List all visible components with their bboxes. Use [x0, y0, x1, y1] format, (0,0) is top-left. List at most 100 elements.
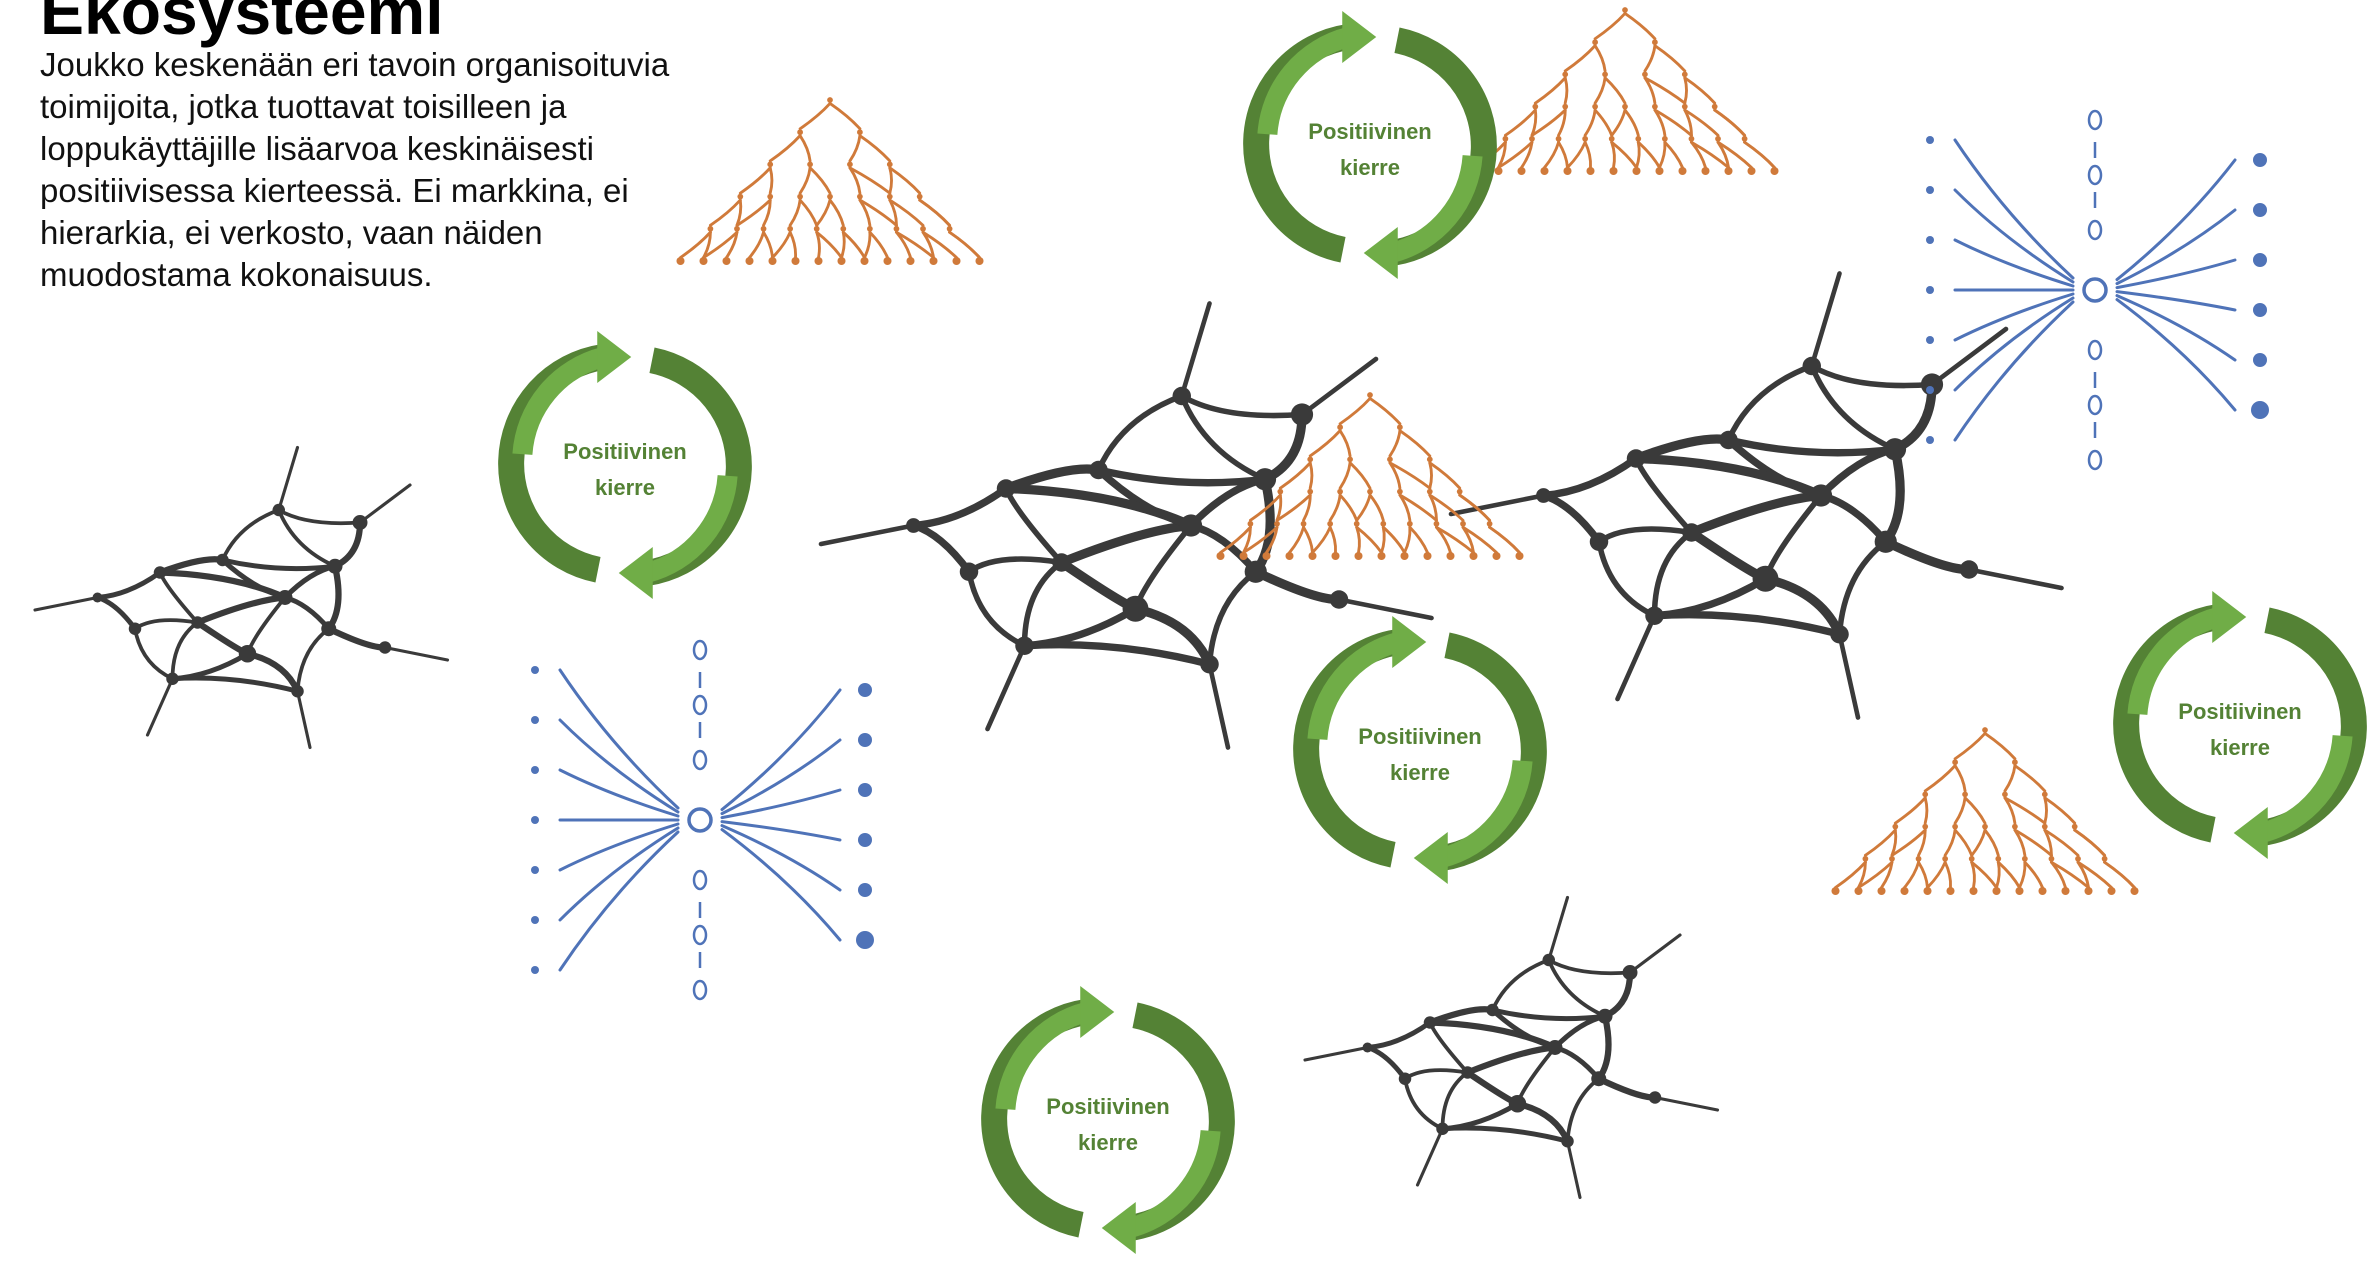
network-link	[1601, 969, 1634, 1020]
hierarchy-node	[2101, 855, 2108, 862]
market-link	[720, 824, 842, 892]
hierarchy-link	[1338, 493, 1359, 522]
hierarchy-node	[1555, 135, 1562, 142]
hierarchy-link	[1943, 860, 1953, 889]
hierarchy-node	[2041, 823, 2048, 830]
market-link	[558, 768, 680, 818]
hierarchy-node	[827, 97, 833, 103]
market-link	[2115, 290, 2237, 312]
cycle-label-line1: Positiivinen	[1358, 724, 1481, 749]
hierarchy-link	[1388, 461, 1432, 490]
hierarchy-link	[1278, 461, 1312, 490]
network-link	[331, 519, 364, 570]
hierarchy-node	[1367, 392, 1373, 398]
network-node	[352, 515, 368, 530]
network-link	[1365, 1020, 1433, 1050]
network-link	[985, 643, 1027, 732]
hierarchy-node	[1460, 520, 1466, 527]
hierarchy-node	[1367, 488, 1373, 495]
cycle-label-line1: Positiivinen	[563, 439, 686, 464]
market-link	[558, 668, 680, 810]
hierarchy-node	[1688, 135, 1695, 142]
hierarchy-link	[840, 230, 846, 259]
market-node	[1926, 286, 1934, 294]
hierarchy-link	[1248, 493, 1282, 522]
market-node	[531, 716, 539, 724]
hierarchy-node	[767, 193, 774, 200]
market-node	[692, 639, 708, 661]
hierarchy-node	[1502, 135, 1509, 142]
market-link	[558, 718, 680, 814]
cycle-label-line2: kierre	[2210, 735, 2270, 760]
hierarchy-node	[1353, 520, 1360, 527]
network-link	[1178, 393, 1268, 483]
hierarchy-node	[893, 225, 900, 232]
market-node	[2087, 219, 2103, 241]
hierarchy-node	[1652, 103, 1658, 110]
hierarchy-link	[1983, 732, 2017, 761]
hierarchy-node	[837, 256, 846, 266]
market-link	[720, 820, 842, 842]
market-link	[558, 830, 680, 972]
hierarchy-node	[975, 256, 984, 266]
hierarchy-link	[1583, 108, 1597, 137]
hierarchy-node	[699, 256, 708, 266]
hierarchy-node	[860, 256, 869, 266]
hierarchy-link	[1963, 796, 1987, 825]
hierarchy-node	[2084, 886, 2093, 896]
hierarchy-node	[1347, 456, 1353, 463]
network-node	[1547, 1040, 1563, 1055]
hierarchy-node	[1632, 166, 1641, 176]
hierarchy-link	[1635, 140, 1641, 169]
market-node	[2087, 394, 2103, 416]
cycle-arrowhead-icon	[2233, 807, 2268, 859]
hierarchy-link	[1923, 796, 1929, 825]
hierarchy-node	[1877, 886, 1886, 896]
network-link	[1440, 1101, 1520, 1132]
hierarchy-link	[1863, 828, 1897, 857]
network-link	[1650, 575, 1770, 620]
network-link	[170, 651, 250, 682]
hierarchy-node	[1968, 855, 1975, 862]
market-node	[1926, 136, 1934, 144]
network-node	[1052, 553, 1071, 572]
market-link	[720, 788, 842, 820]
hierarchy-link	[798, 166, 812, 195]
hierarchy-node	[1862, 855, 1869, 862]
hierarchy-link	[1943, 828, 1957, 857]
network-link	[158, 570, 200, 625]
hierarchy-node	[1562, 103, 1569, 110]
hierarchy-node	[857, 193, 863, 200]
network-node	[216, 553, 229, 567]
network-link	[1426, 1019, 1559, 1051]
market-link	[720, 688, 842, 812]
market-link	[1953, 188, 2075, 284]
hierarchy-node	[1262, 551, 1271, 561]
cycle-arrow	[995, 1002, 1090, 1111]
market-node	[858, 883, 872, 897]
hierarchy-node	[1586, 166, 1595, 176]
hierarchy-node	[1400, 551, 1409, 561]
hierarchy-link	[1368, 493, 1385, 522]
market-node	[858, 783, 872, 797]
hierarchy-link	[1398, 493, 1438, 522]
network-link	[133, 626, 175, 681]
network-node	[1436, 1122, 1449, 1135]
hierarchy-node	[1942, 855, 1949, 862]
hierarchy-link	[2043, 796, 2077, 825]
network-link	[1094, 466, 1269, 487]
hierarchy-link	[1683, 76, 1717, 105]
network-cluster-center	[818, 301, 1434, 750]
hierarchy-link	[888, 198, 925, 227]
hierarchy-node	[1582, 135, 1589, 142]
hierarchy-link	[1219, 525, 1252, 554]
network-node	[1172, 386, 1191, 406]
network-cluster-right	[1448, 271, 2064, 720]
network-node	[1874, 530, 1897, 553]
network-node	[996, 479, 1016, 498]
network-link	[1929, 326, 2009, 387]
market-node	[692, 869, 708, 891]
page-description: Joukko keskenään eri tavoin organisoituv…	[40, 46, 670, 293]
cycle-arrow	[1307, 632, 1402, 741]
